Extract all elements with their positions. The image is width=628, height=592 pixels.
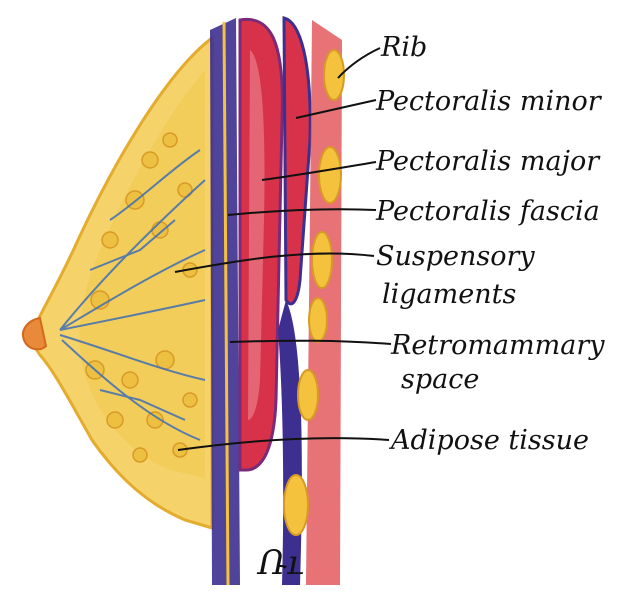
label-rib: Rib — [381, 34, 427, 61]
label-retromammary-line1: Retromammary — [391, 332, 604, 359]
label-suspensory-line1: Suspensory — [376, 243, 535, 270]
label-suspensory-line2: ligaments — [382, 281, 516, 308]
label-pectoralis-major: Pectoralis major — [376, 148, 599, 175]
artist-signature: Ռւ — [258, 546, 304, 580]
label-pectoralis-minor: Pectoralis minor — [376, 88, 601, 115]
label-pectoralis-fascia: Pectoralis fascia — [376, 198, 600, 225]
label-retromammary-line2: space — [401, 366, 479, 393]
pectoralis-minor-muscle — [284, 18, 310, 304]
label-adipose-tissue: Adipose tissue — [391, 427, 589, 454]
